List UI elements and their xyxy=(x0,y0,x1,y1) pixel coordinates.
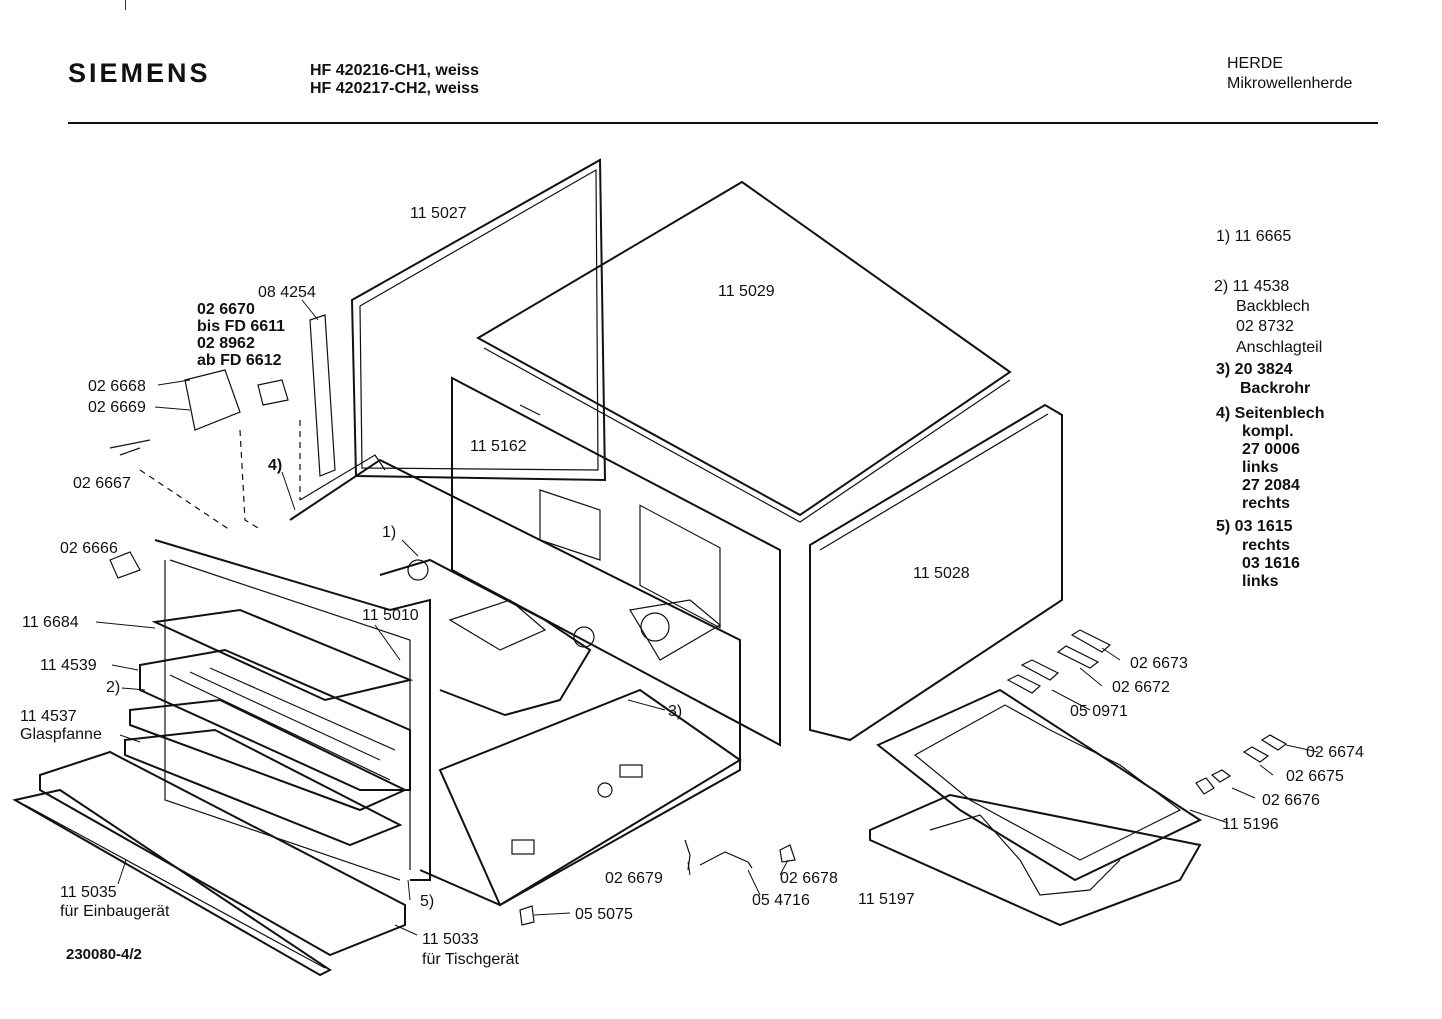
label-026666: 02 6666 xyxy=(60,540,118,557)
bottom-plate xyxy=(438,688,742,907)
legend-line-6: 3) 20 3824 xyxy=(1216,361,1293,378)
label-026667: 02 6667 xyxy=(73,475,131,492)
legend-line-7: Backrohr xyxy=(1240,380,1311,397)
cavity-chassis xyxy=(154,454,741,907)
label-026674: 02 6674 xyxy=(1306,744,1364,761)
label-116684: 11 6684 xyxy=(22,614,79,631)
bottom-tray-115197 xyxy=(869,793,1202,927)
label-026679: 02 6679 xyxy=(605,870,663,887)
brand-logo: SIEMENS xyxy=(68,58,211,88)
label-114537: 11 4537 xyxy=(20,708,77,725)
label-115027: 11 5027 xyxy=(410,205,467,222)
label-ab-fd-6612: ab FD 6612 xyxy=(197,352,282,369)
legend-line-15: rechts xyxy=(1242,537,1291,554)
label-115033: 11 5033 xyxy=(422,931,479,948)
label-ref-5: 5) xyxy=(420,893,435,910)
model-line-1: HF 420216-CH1, weiss xyxy=(310,62,479,79)
label-026669: 02 6669 xyxy=(88,399,146,416)
label-115028: 11 5028 xyxy=(913,565,970,582)
tray-stack xyxy=(124,608,414,847)
legend-line-13: rechts xyxy=(1242,495,1291,512)
legend-line-9: kompl. xyxy=(1242,423,1294,440)
legend-line-5: Anschlagteil xyxy=(1236,339,1323,356)
label-084254: 08 4254 xyxy=(258,284,316,301)
label-fuer-tischgeraet: für Tischgerät xyxy=(422,951,519,968)
legend-line-4: 02 8732 xyxy=(1236,318,1294,335)
header-rule xyxy=(68,122,1378,124)
legend-line-10: 27 0006 xyxy=(1242,441,1300,458)
label-026672: 02 6672 xyxy=(1112,679,1170,696)
door-strip-115033 xyxy=(39,750,406,957)
label-026668: 02 6668 xyxy=(88,378,146,395)
label-fuer-einbaugeraet: für Einbaugerät xyxy=(60,903,170,920)
assembly-dashes xyxy=(139,420,301,531)
legend-line-8: 4) Seitenblech xyxy=(1216,405,1325,422)
category-title: HERDE xyxy=(1227,55,1284,72)
registration-mark xyxy=(125,0,126,10)
legend-line-14: 5) 03 1615 xyxy=(1216,518,1293,535)
legend-line-1: 1) 11 6665 xyxy=(1216,228,1292,245)
label-026673: 02 6673 xyxy=(1130,655,1188,672)
label-glaspfanne: Glaspfanne xyxy=(20,726,102,743)
drawing-number: 230080-4/2 xyxy=(66,946,142,963)
leader-lines xyxy=(95,299,1319,936)
legend-line-3: Backblech xyxy=(1236,298,1310,315)
turntable-tray-115196 xyxy=(876,688,1203,882)
label-bis-fd-6611: bis FD 6611 xyxy=(197,318,286,335)
door-frame-115027 xyxy=(350,158,607,482)
legend-line-2: 2) 11 4538 xyxy=(1214,278,1290,295)
top-cover-115029 xyxy=(475,180,1012,523)
label-115029: 11 5029 xyxy=(718,283,775,300)
label-115010: 11 5010 xyxy=(362,607,419,624)
label-026676: 02 6676 xyxy=(1262,792,1320,809)
legend-line-11: links xyxy=(1242,459,1279,476)
label-026670: 02 6670 xyxy=(197,301,255,318)
label-115197: 11 5197 xyxy=(858,891,915,908)
label-115035: 11 5035 xyxy=(60,884,117,901)
label-055075: 05 5075 xyxy=(575,906,633,923)
model-line-2: HF 420217-CH2, weiss xyxy=(310,80,479,97)
label-028962: 02 8962 xyxy=(197,335,255,352)
label-026678: 02 6678 xyxy=(780,870,838,887)
legend-line-16: 03 1616 xyxy=(1242,555,1300,572)
label-115162: 11 5162 xyxy=(470,438,527,455)
label-054716: 05 4716 xyxy=(752,892,810,909)
label-ref-1: 1) xyxy=(382,524,397,541)
rear-panel-115162 xyxy=(451,376,781,747)
label-115196: 11 5196 xyxy=(1222,816,1279,833)
small-hardware xyxy=(109,314,1288,926)
label-114539: 11 4539 xyxy=(40,657,97,674)
label-050971: 05 0971 xyxy=(1070,703,1128,720)
label-ref-4: 4) xyxy=(268,457,283,474)
label-ref-2: 2) xyxy=(106,679,121,696)
label-ref-3: 3) xyxy=(668,703,683,720)
label-026675: 02 6675 xyxy=(1286,768,1344,785)
side-panel-115028 xyxy=(809,403,1063,742)
category-subtitle: Mikrowellenherde xyxy=(1227,75,1353,92)
legend-line-17: links xyxy=(1242,573,1279,590)
legend-line-12: 27 2084 xyxy=(1242,477,1300,494)
